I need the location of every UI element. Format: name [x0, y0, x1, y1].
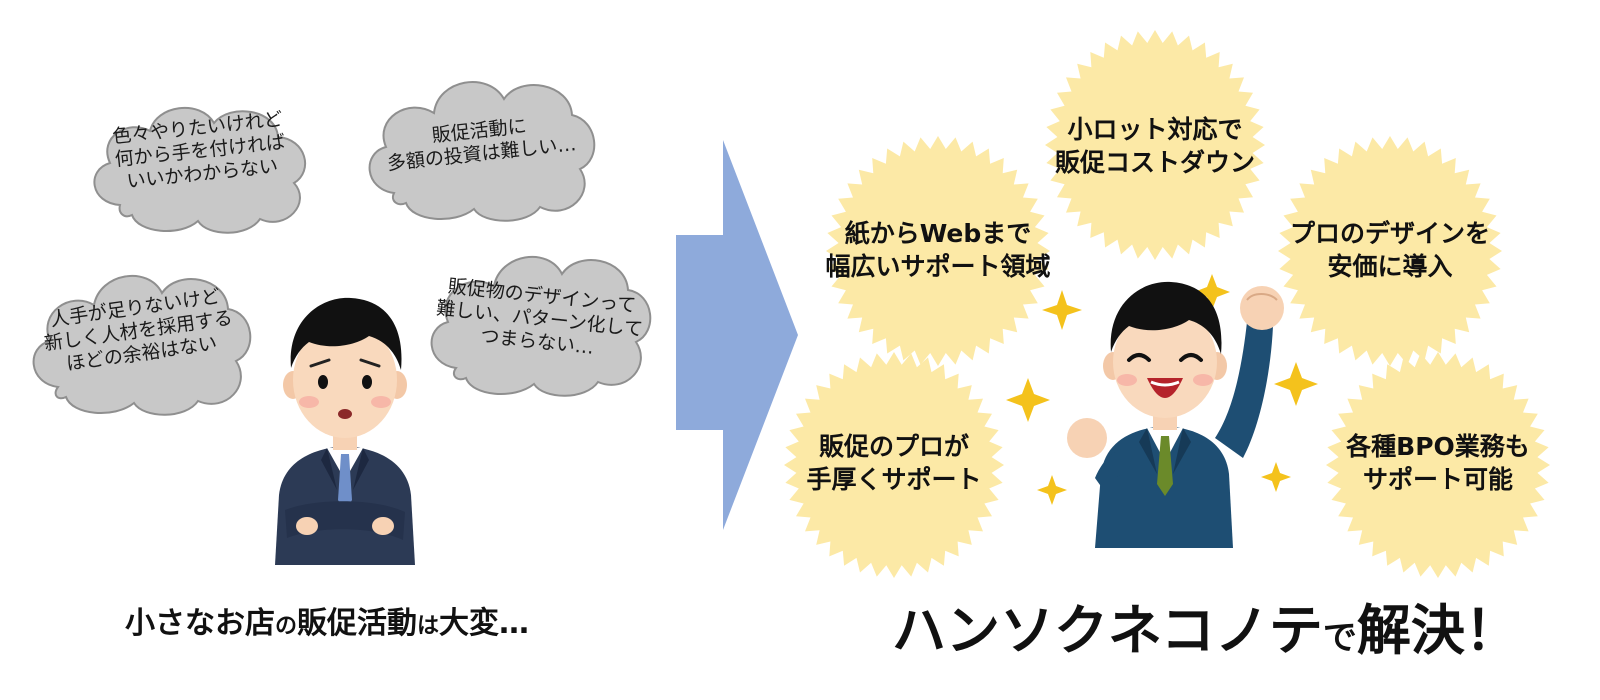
happy-businessman-illustration — [1067, 281, 1284, 548]
burst-2-shape — [826, 136, 1050, 366]
burst-5 — [1326, 352, 1550, 578]
sparkle-star-icon — [1037, 475, 1067, 505]
right-caption: ハンソクネコノテで解決！ — [892, 599, 1519, 662]
thought-cloud-1 — [93, 106, 307, 234]
sparkle-star-icon — [1194, 274, 1230, 310]
sparkle-star-icon — [1006, 378, 1050, 422]
burst-1-text: 小ロット対応で 販促コストダウン — [1054, 115, 1255, 177]
transition-arrow — [676, 140, 798, 530]
burst-4 — [784, 352, 1004, 578]
sparkle-star-icon — [1261, 462, 1291, 492]
burst-1 — [1045, 30, 1265, 260]
thought-cloud-3 — [32, 275, 252, 416]
burst-1-shape — [1045, 30, 1265, 260]
burst-3 — [1278, 136, 1502, 366]
thought-cloud-2 — [368, 81, 596, 222]
burst-5-shape — [1326, 352, 1550, 578]
worried-businessman-illustration — [275, 297, 415, 565]
burst-3-shape — [1278, 136, 1502, 366]
sparkle-star-icon — [1042, 290, 1082, 330]
burst-4-text: 販促のプロが 手厚くサポート — [806, 432, 982, 494]
thought-cloud-4 — [430, 256, 652, 397]
brand-name: ハンソクネコノテ — [892, 599, 1323, 662]
left-caption: 小さなお店の販促活動は大変… — [125, 606, 530, 641]
sparkle-stars — [1006, 274, 1318, 505]
burst-5-text: 各種BPO業務も サポート可能 — [1346, 432, 1530, 494]
burst-2-text: 紙からWebまで 幅広いサポート領域 — [825, 219, 1051, 281]
burst-4-shape — [784, 352, 1004, 578]
sparkle-star-icon — [1274, 362, 1318, 406]
burst-3-text: プロのデザインを 安価に導入 — [1289, 219, 1490, 281]
burst-2 — [826, 136, 1050, 366]
